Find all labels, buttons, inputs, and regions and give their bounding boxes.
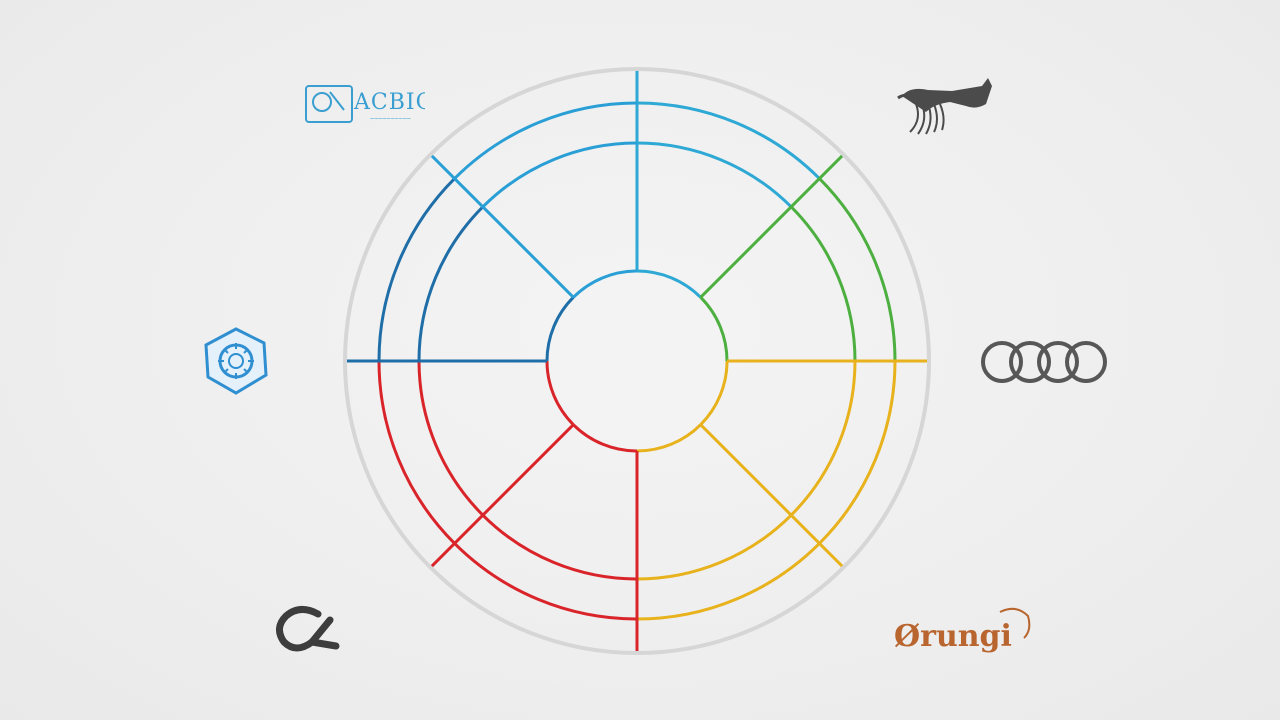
ring-arc: [818, 360, 897, 545]
ring-arc: [377, 360, 456, 545]
ring-arc: [377, 177, 456, 362]
ring-arc: [481, 141, 638, 208]
four-rings-icon: [981, 341, 1107, 383]
hub-arc: [636, 269, 702, 299]
alpha-fish-icon: [276, 606, 340, 652]
spoke: [430, 423, 575, 568]
ring-arc: [790, 360, 857, 517]
wheel: [343, 67, 931, 655]
water-logo-icon: ACBIG ~~~~~~~~~~: [305, 85, 433, 123]
horn-creature-icon: [897, 78, 992, 135]
hub-arc: [572, 269, 638, 299]
spoke: [699, 154, 844, 299]
logo-left: [200, 325, 272, 397]
hub-fill: [547, 271, 727, 451]
ring-arc: [636, 542, 821, 621]
hub-arc: [699, 360, 729, 426]
hub-arc: [699, 296, 729, 362]
logo-top-left: ACBIG ~~~~~~~~~~: [300, 80, 433, 130]
ring-arc: [453, 101, 638, 180]
ring-arc: [636, 514, 793, 581]
ring-arc: [481, 514, 638, 581]
ring-arc: [453, 542, 638, 621]
logo-bottom-right: Ørungi: [890, 600, 1040, 666]
logo-top-left-text: ACBIG: [353, 90, 425, 115]
hub-arc: [572, 423, 638, 453]
logo-bottom-right-text: Ørungi: [894, 619, 1012, 654]
ring-arc: [417, 205, 484, 362]
logo-top-right: [890, 74, 1000, 140]
ring-arc: [790, 205, 857, 362]
spoke: [699, 423, 844, 568]
ring-arc: [636, 101, 821, 180]
hexagon-gear-icon: [204, 327, 268, 395]
logo-top-left-subtext: ~~~~~~~~~~: [370, 116, 411, 123]
hub-arc: [545, 360, 575, 426]
ring-arc: [636, 141, 793, 208]
ring-arc: [818, 177, 897, 362]
ring-arc: [417, 360, 484, 517]
logo-bottom-left: [266, 600, 346, 662]
hub-arc: [545, 296, 575, 362]
logo-right: [975, 334, 1120, 390]
outer-ring: [343, 67, 931, 655]
hub-arc: [636, 423, 702, 453]
ornate-wordmark-icon: Ørungi: [894, 607, 1031, 654]
spoke: [430, 154, 575, 299]
